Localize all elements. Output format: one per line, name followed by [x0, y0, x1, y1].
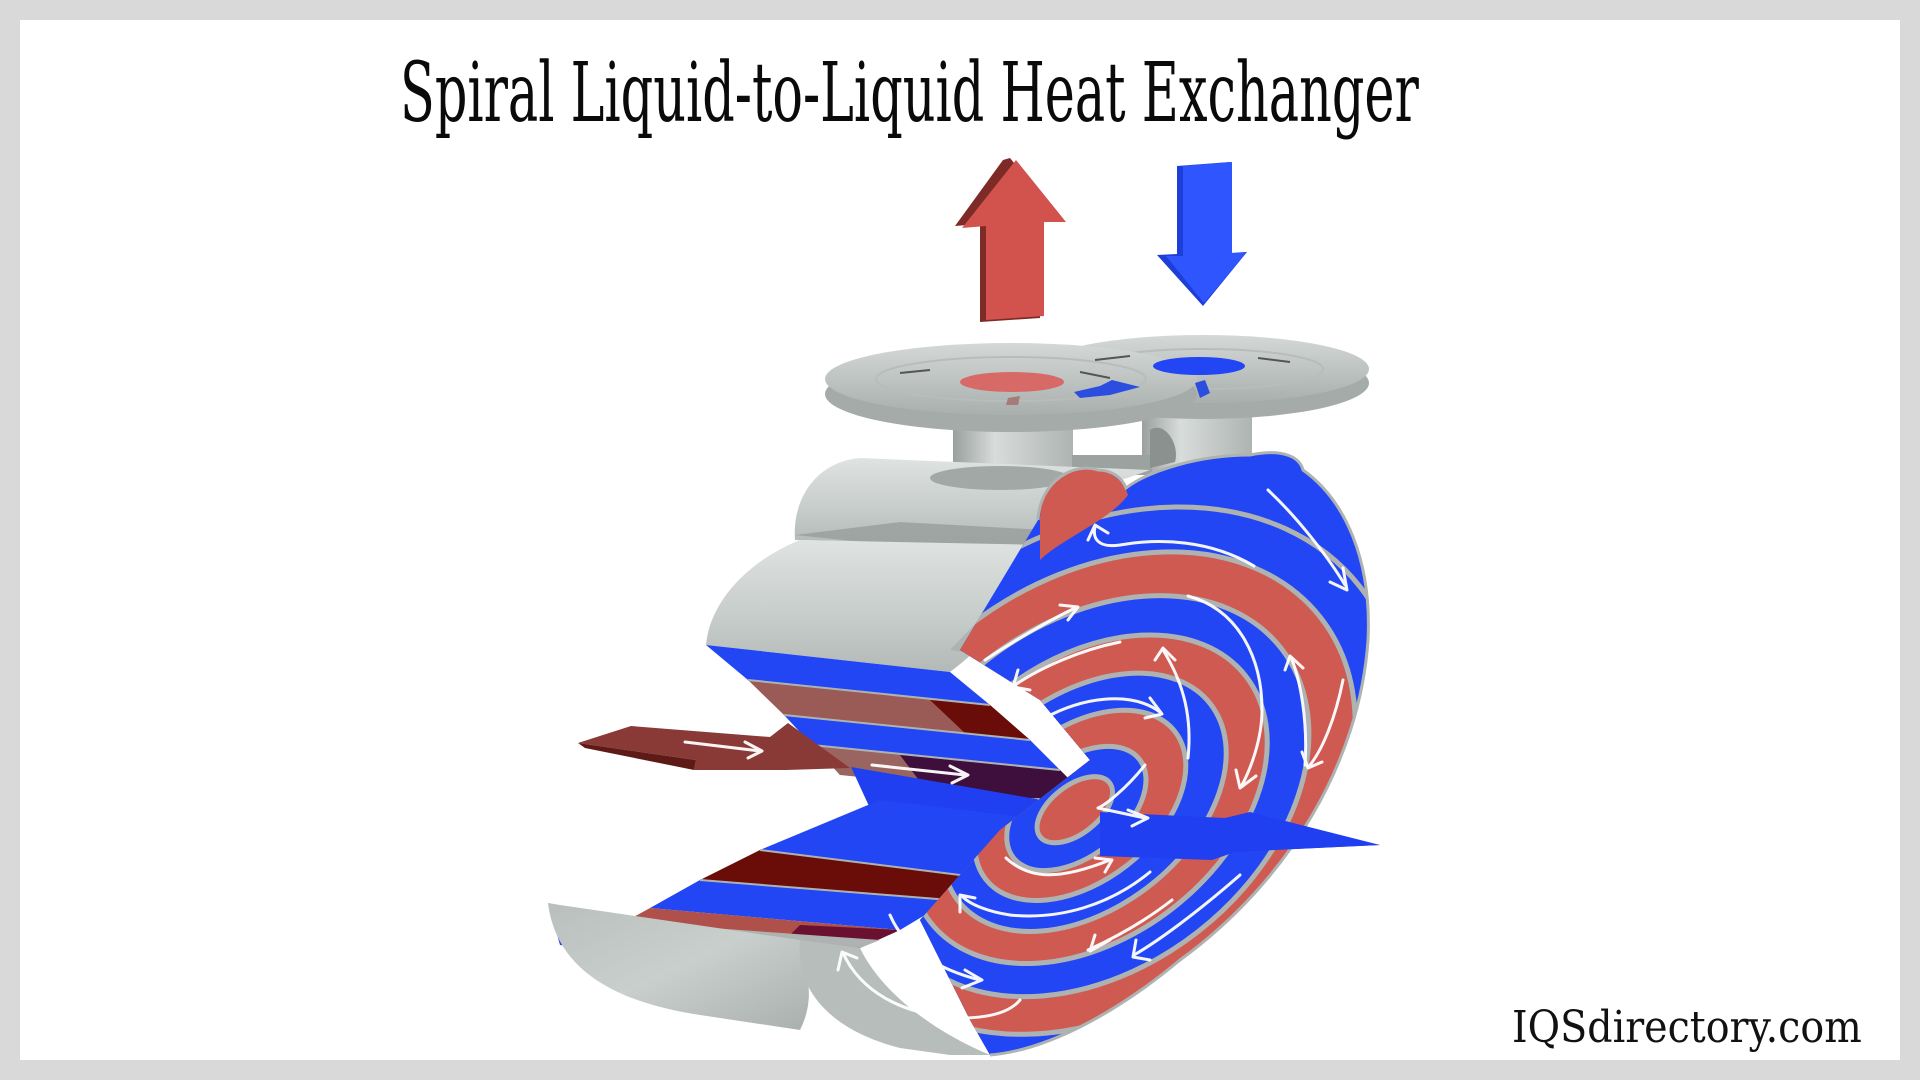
hot-outlet-arrow-icon [955, 158, 1066, 322]
site-watermark: IQSdirectory.com [1512, 1002, 1862, 1053]
flange-plate [825, 335, 1369, 432]
cold-inlet-arrow-icon [1157, 162, 1247, 306]
page-title: Spiral Liquid-to-Liquid Heat Exchanger [400, 46, 1419, 141]
shell-belly [548, 903, 990, 1055]
cold-outlet-arrow-icon [1100, 812, 1380, 860]
flow-arrows [683, 488, 1349, 1020]
cold-port [1153, 357, 1245, 375]
cross-section-outline [989, 451, 1370, 1057]
hot-port [960, 372, 1064, 392]
